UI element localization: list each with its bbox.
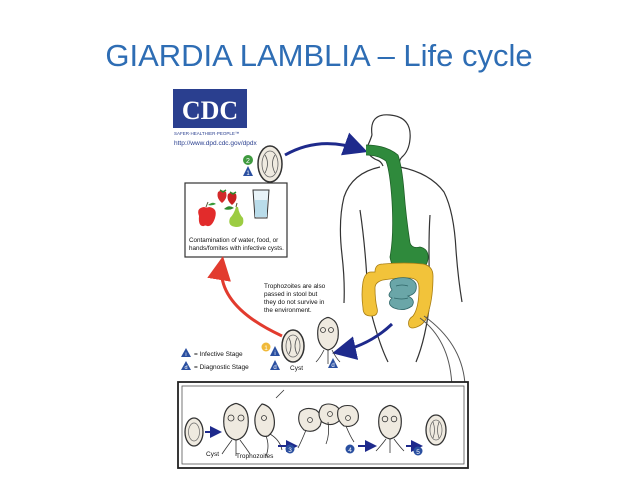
legend-diagnostic: = Diagnostic Stage: [194, 364, 249, 371]
trophozoite-icon-1: [221, 402, 251, 456]
legend-infective: = Infective Stage: [194, 351, 243, 358]
cyst-label-lower: Cyst: [206, 451, 219, 458]
svg-text:d: d: [331, 363, 334, 369]
step-2-marker: 2: [243, 155, 253, 165]
trophozoite-cluster-icon: [297, 403, 359, 449]
bottom-panel: Cyst Trophozoites 3 4: [177, 381, 469, 469]
arrow-to-contamination: [207, 256, 283, 338]
svg-text:passed in stool but: passed in stool but: [264, 291, 318, 298]
cdc-logo-text: CDC: [182, 96, 238, 125]
step-3-marker: 3: [285, 444, 295, 454]
diagnostic-marker-troph: d: [328, 358, 338, 369]
infective-marker-lower: i: [270, 346, 280, 357]
svg-text:d: d: [184, 365, 187, 371]
contamination-box: Contamination of water, food, or hands/f…: [184, 182, 288, 258]
trophozoite-icon-3: [375, 404, 405, 453]
cyst-icon-lower: [281, 329, 305, 363]
cdc-url: http://www.dpd.cdc.gov/dpdx: [174, 140, 257, 147]
arrow-to-stool: [332, 322, 394, 360]
svg-text:3: 3: [288, 447, 292, 454]
water-glass-icon: [252, 189, 270, 219]
trophozoite-note: Trophozoites are also passed in stool bu…: [264, 283, 326, 314]
svg-text:5: 5: [416, 449, 420, 456]
legend: i = Infective Stage d = Diagnostic Stage: [181, 348, 249, 371]
svg-text:i: i: [274, 351, 275, 357]
cdc-tagline: SAFER·HEALTHIER·PEOPLE™: [174, 131, 239, 136]
trophozoites-label: Trophozoites: [236, 453, 274, 460]
svg-text:d: d: [273, 365, 276, 371]
svg-text:1: 1: [246, 171, 250, 177]
encysted-cyst-icon: [425, 414, 447, 446]
trophozoite-icon-upper: [315, 316, 341, 364]
diagnostic-marker-lower: d: [270, 360, 280, 371]
step-5-marker: 5: [413, 446, 423, 456]
svg-text:they do not survive in: they do not survive in: [264, 299, 325, 306]
infective-marker-top: 1: [243, 166, 253, 177]
trophozoite-icon-2: [254, 389, 285, 457]
cyst-icon-top: [257, 145, 283, 183]
svg-text:4: 4: [348, 447, 352, 454]
svg-text:i: i: [185, 352, 186, 358]
strawberry-icon: [217, 189, 237, 205]
svg-text:2: 2: [246, 158, 250, 165]
svg-text:the environment.: the environment.: [264, 307, 312, 314]
contamination-caption-1: Contamination of water, food, or: [189, 237, 278, 244]
excystation-cyst-icon: [184, 417, 204, 447]
svg-text:1: 1: [264, 345, 268, 352]
contamination-caption-2: hands/fomites with infective cysts.: [189, 245, 284, 252]
arrow-to-mouth: [284, 132, 368, 157]
step-1-marker: 1: [261, 342, 271, 352]
svg-text:Trophozoites are also: Trophozoites are also: [264, 283, 326, 290]
apple-icon: [198, 201, 216, 227]
cdc-logo: CDC SAFER·HEALTHIER·PEOPLE™ http://www.d…: [173, 89, 257, 147]
digestive-tract: [361, 144, 434, 329]
step-4-marker: 4: [345, 444, 355, 454]
page-title: GIARDIA LAMBLIA – Life cycle: [105, 38, 533, 73]
cyst-label-upper: Cyst: [290, 365, 303, 372]
pear-icon: [224, 202, 244, 227]
